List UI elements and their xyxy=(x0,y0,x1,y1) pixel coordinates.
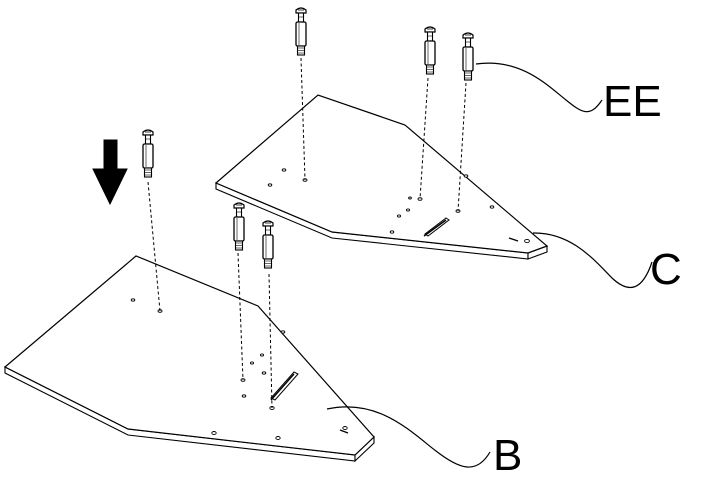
insertion-guides xyxy=(147,57,467,409)
label-ee: EE xyxy=(603,77,662,126)
panel-c xyxy=(214,94,549,260)
leader-lines xyxy=(326,62,653,468)
down-arrow-icon xyxy=(92,139,128,206)
panel-b xyxy=(3,255,375,463)
label-c: C xyxy=(650,245,682,294)
label-b: B xyxy=(493,431,522,480)
